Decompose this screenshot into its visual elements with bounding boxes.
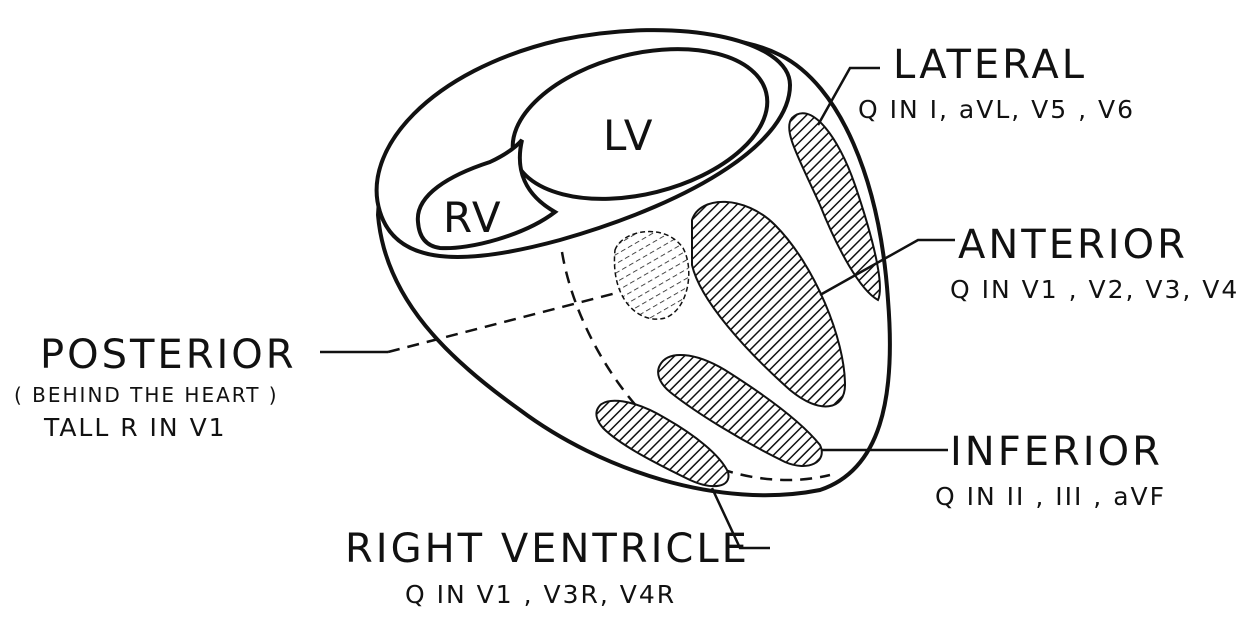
posterior-leads: TALL R IN V1 (43, 413, 227, 442)
lateral-leader (816, 66, 880, 126)
rv-label: RV (443, 193, 503, 242)
inferior-title: INFERIOR (950, 429, 1163, 475)
lateral-title: LATERAL (893, 42, 1087, 88)
lateral-zone (788, 112, 881, 302)
anterior-zone (691, 200, 847, 408)
right-ventricle-zone (595, 399, 730, 488)
right-ventricle-leads: Q IN V1 , V3R, V4R (405, 580, 676, 609)
posterior-title: POSTERIOR (40, 332, 297, 378)
right-ventricle-title: RIGHT VENTRICLE (345, 526, 750, 572)
inferior-leads: Q IN II , III , aVF (935, 482, 1166, 511)
posterior-note: ( BEHIND THE HEART ) (14, 383, 279, 407)
septum-dashed-line (560, 251, 831, 482)
lv-label: LV (603, 111, 655, 160)
posterior-zone (613, 230, 690, 320)
inferior-zone (657, 353, 823, 467)
anterior-title: ANTERIOR (958, 222, 1188, 268)
right-ventricle-leader (710, 487, 770, 550)
anterior-leader (819, 238, 955, 297)
rv-cavity (415, 138, 559, 251)
anterior-leads: Q IN V1 , V2, V3, V4 (950, 275, 1239, 304)
lateral-leads: Q IN I, aVL, V5 , V6 (858, 95, 1135, 124)
